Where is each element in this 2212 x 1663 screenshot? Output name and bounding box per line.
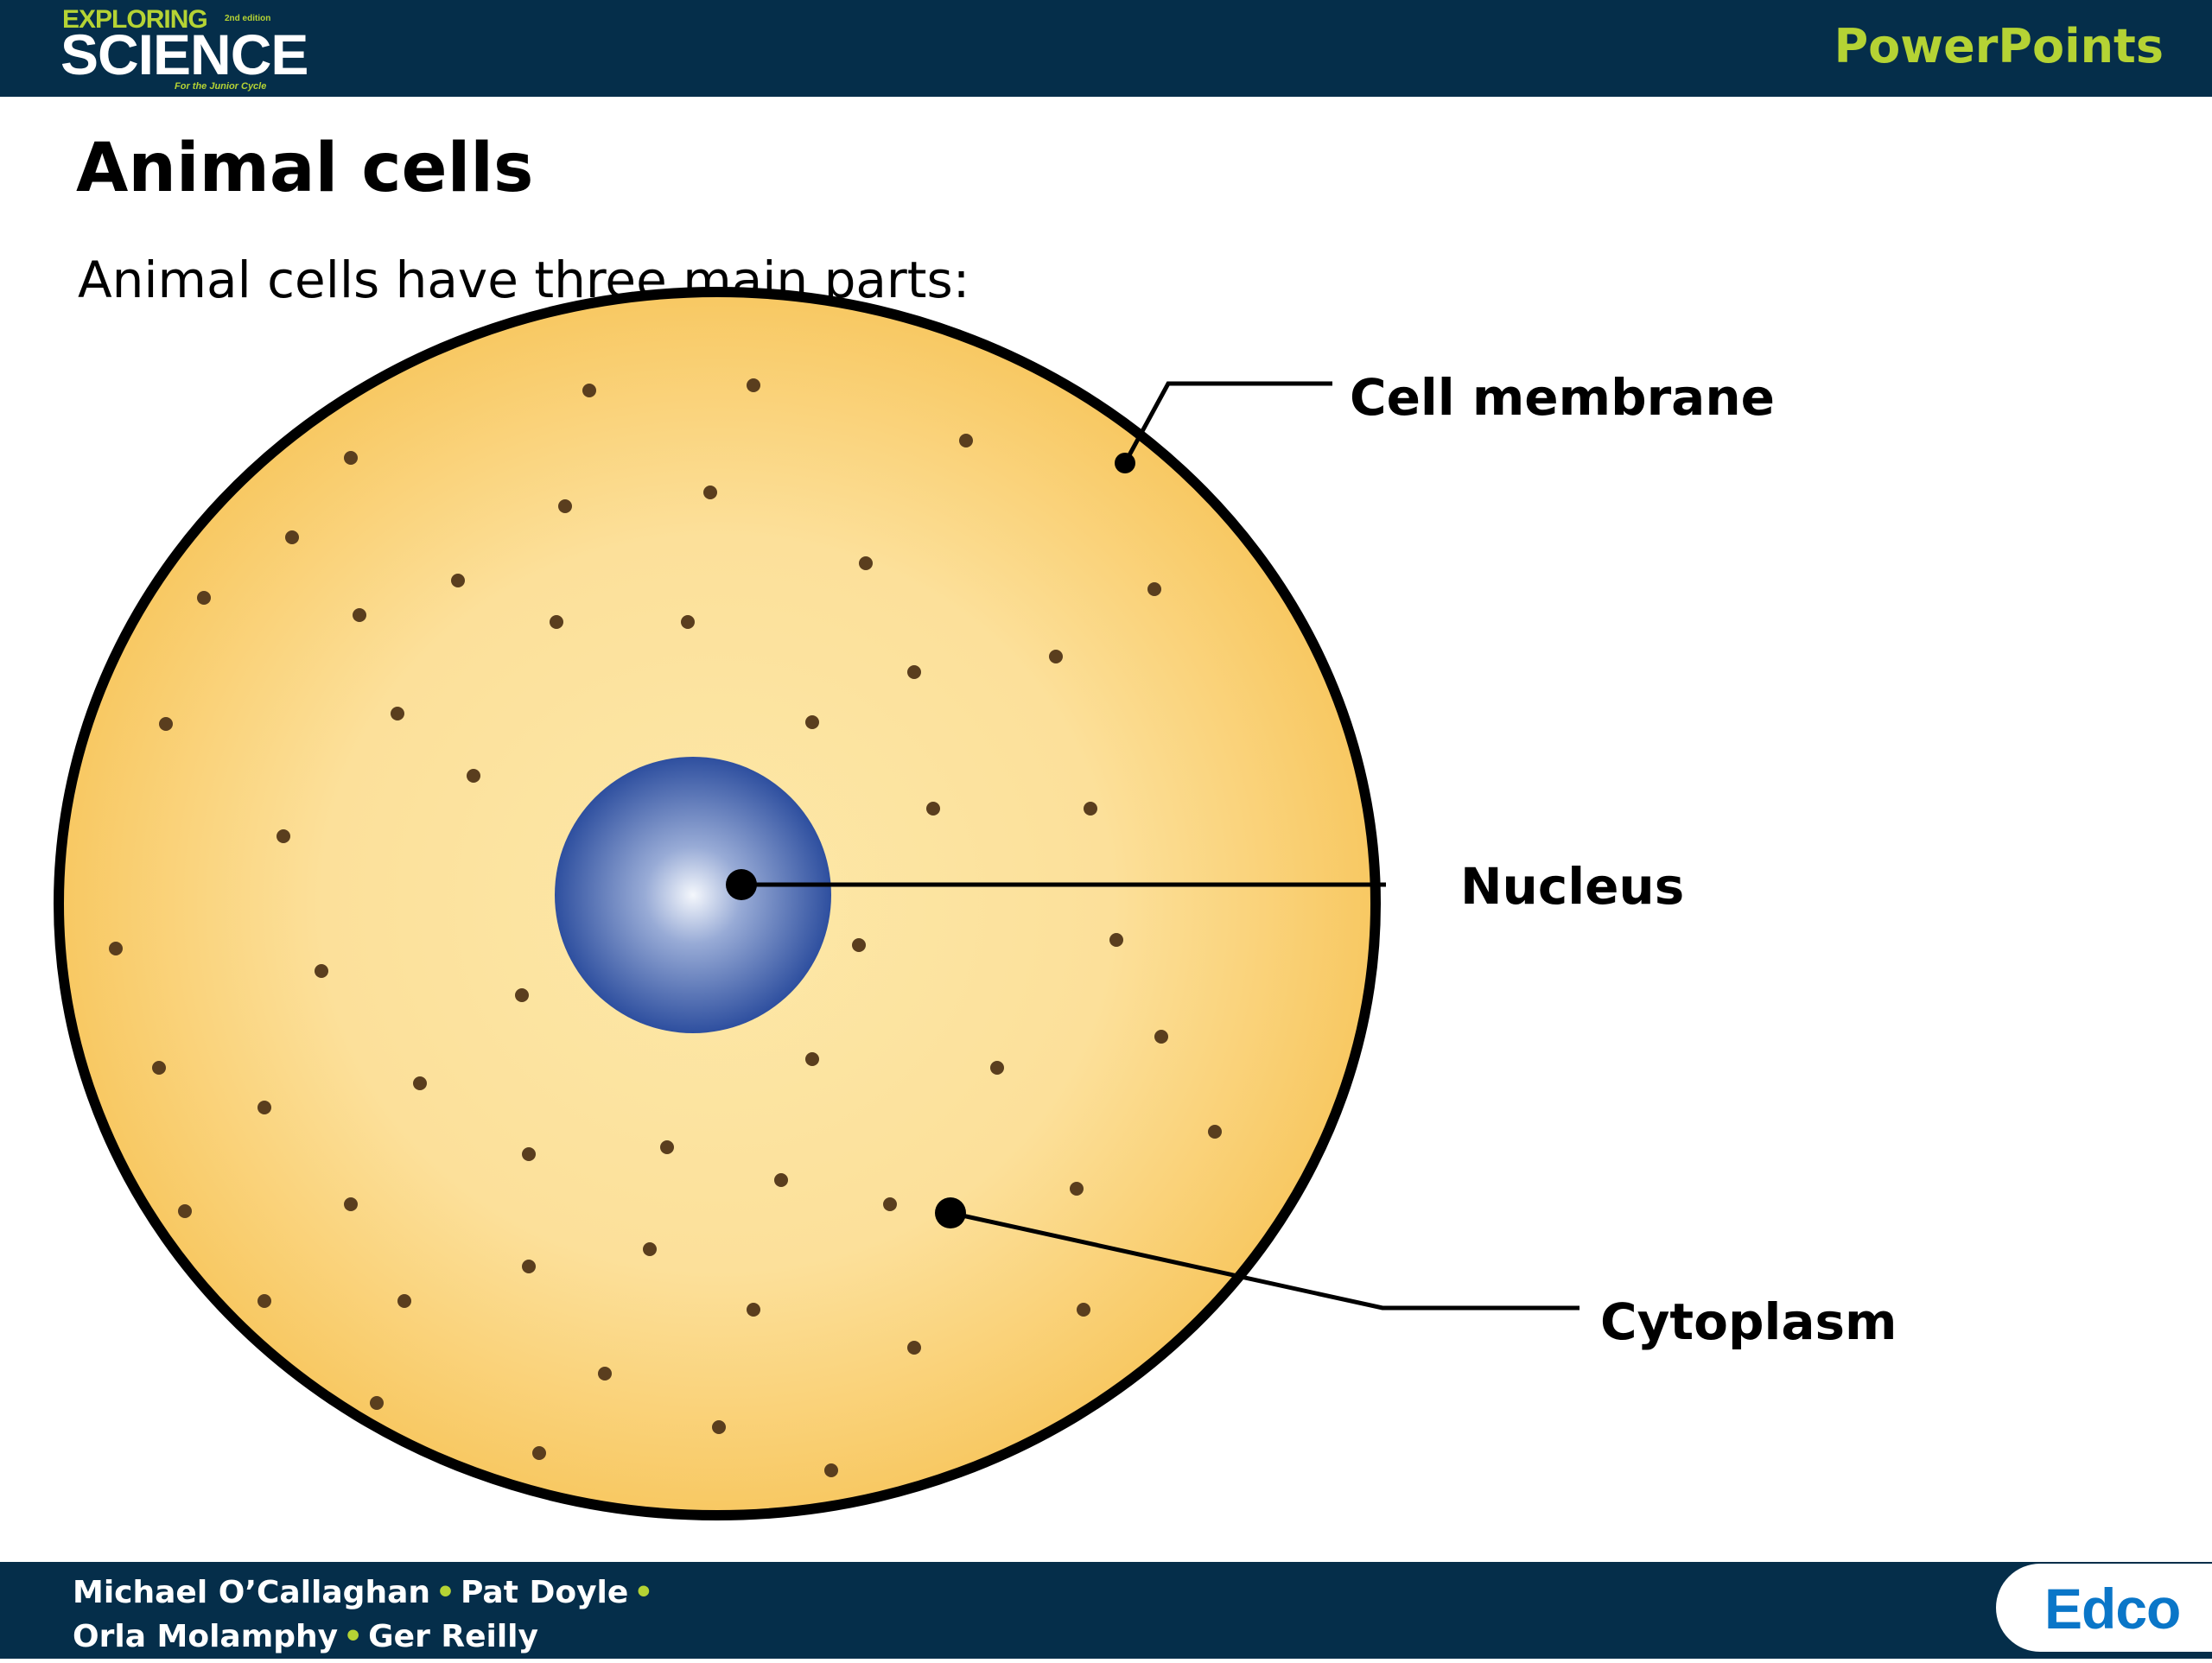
footer-bar: Michael O’Callaghan•Pat Doyle• Orla Mola… — [0, 1562, 2212, 1659]
cytoplasm-granule — [1077, 1303, 1090, 1317]
separator-dot: • — [343, 1619, 364, 1654]
cytoplasm-granule — [883, 1197, 897, 1211]
cytoplasm-granule — [907, 1341, 921, 1355]
cytoplasm-granule — [747, 1303, 760, 1317]
authors-line-2: Orla Molamphy•Ger Reilly — [73, 1615, 658, 1659]
cytoplasm-granule — [643, 1242, 657, 1256]
cytoplasm-granule — [515, 988, 529, 1002]
cytoplasm-granule — [413, 1076, 427, 1090]
cytoplasm-granule — [152, 1061, 166, 1075]
cytoplasm-pointer-dot — [935, 1197, 966, 1228]
cytoplasm-granule — [747, 378, 760, 392]
logo-science-text: SCIENCE — [60, 22, 308, 86]
cell-membrane-label: Cell membrane — [1350, 368, 1775, 427]
cytoplasm-granule — [859, 556, 873, 570]
cytoplasm-granule — [451, 574, 465, 587]
cytoplasm-granule — [907, 665, 921, 679]
powerpoints-label: PowerPoints — [1834, 19, 2164, 73]
logo-tagline: For the Junior Cycle — [175, 81, 267, 92]
author-name: Ger Reilly — [368, 1619, 538, 1654]
header-bar: EXPLORING 2nd edition SCIENCE For the Ju… — [0, 0, 2212, 97]
cytoplasm-granule — [550, 615, 563, 629]
cytoplasm-granule — [159, 717, 173, 731]
author-name: Orla Molamphy — [73, 1619, 339, 1654]
cytoplasm-granule — [257, 1101, 271, 1114]
cytoplasm-granule — [805, 1052, 819, 1066]
author-name: Michael O’Callaghan — [73, 1575, 430, 1610]
author-name: Pat Doyle — [461, 1575, 629, 1610]
cytoplasm-granule — [805, 715, 819, 729]
cytoplasm-granule — [257, 1294, 271, 1308]
logo-exploring-text: EXPLORING — [62, 5, 208, 34]
cytoplasm-granule — [467, 769, 480, 783]
cytoplasm-granule — [344, 451, 358, 465]
cytoplasm-granule — [197, 591, 211, 605]
membrane-pointer-line — [1122, 381, 1332, 465]
cytoplasm-granule — [582, 384, 596, 397]
cytoplasm-granule — [178, 1204, 192, 1218]
logo-edition-text: 2nd edition — [225, 14, 271, 23]
cytoplasm-granule — [276, 829, 290, 843]
cytoplasm-granule — [1049, 650, 1063, 663]
cytoplasm-granule — [1147, 582, 1161, 596]
cytoplasm-granule — [959, 434, 973, 447]
cytoplasm-granule — [598, 1367, 612, 1381]
separator-dot: • — [435, 1575, 456, 1610]
cytoplasm-granules — [109, 378, 1222, 1477]
cytoplasm-granule — [370, 1396, 384, 1410]
cytoplasm-granule — [852, 938, 866, 952]
cytoplasm-granule — [397, 1294, 411, 1308]
slide-title: Animal cells — [76, 130, 534, 207]
cytoplasm-granule — [1109, 933, 1123, 947]
cytoplasm-granule — [1084, 802, 1097, 816]
membrane-pointer-dot — [1115, 453, 1135, 473]
cytoplasm-granule — [558, 499, 572, 513]
nucleus-pointer-dot — [726, 869, 757, 900]
cytoplasm-granule — [522, 1260, 536, 1273]
cytoplasm-label: Cytoplasm — [1600, 1292, 1897, 1351]
cytoplasm-granule — [990, 1061, 1004, 1075]
cytoplasm-granule — [391, 707, 404, 720]
cytoplasm-granule — [1070, 1182, 1084, 1196]
cytoplasm-granule — [315, 964, 328, 978]
cytoplasm-pointer-line — [950, 1210, 1580, 1311]
cytoplasm-granule — [774, 1173, 788, 1187]
cytoplasm-granule — [824, 1463, 838, 1477]
cytoplasm-granule — [1154, 1030, 1168, 1044]
cytoplasm-granule — [344, 1197, 358, 1211]
exploring-science-logo: EXPLORING 2nd edition SCIENCE For the Ju… — [60, 5, 308, 95]
author-credits: Michael O’Callaghan•Pat Doyle• Orla Mola… — [73, 1571, 658, 1659]
cytoplasm-granule — [1208, 1125, 1222, 1139]
cytoplasm-granule — [712, 1420, 726, 1434]
nucleus — [555, 757, 831, 1033]
cytoplasm-granule — [926, 802, 940, 816]
cytoplasm-granule — [660, 1140, 674, 1154]
authors-line-1: Michael O’Callaghan•Pat Doyle• — [73, 1571, 658, 1615]
cytoplasm-granule — [703, 486, 717, 499]
cytoplasm-granule — [532, 1446, 546, 1460]
cytoplasm-granule — [353, 608, 366, 622]
cytoplasm-granule — [681, 615, 695, 629]
separator-dot: • — [633, 1575, 654, 1610]
edco-logo-badge: Edco — [1996, 1564, 2212, 1652]
nucleus-label: Nucleus — [1460, 857, 1685, 916]
cytoplasm-granule — [285, 530, 299, 544]
cytoplasm-granule — [522, 1147, 536, 1161]
edco-logo-text: Edco — [2044, 1577, 2181, 1641]
cytoplasm-granule — [109, 942, 123, 955]
